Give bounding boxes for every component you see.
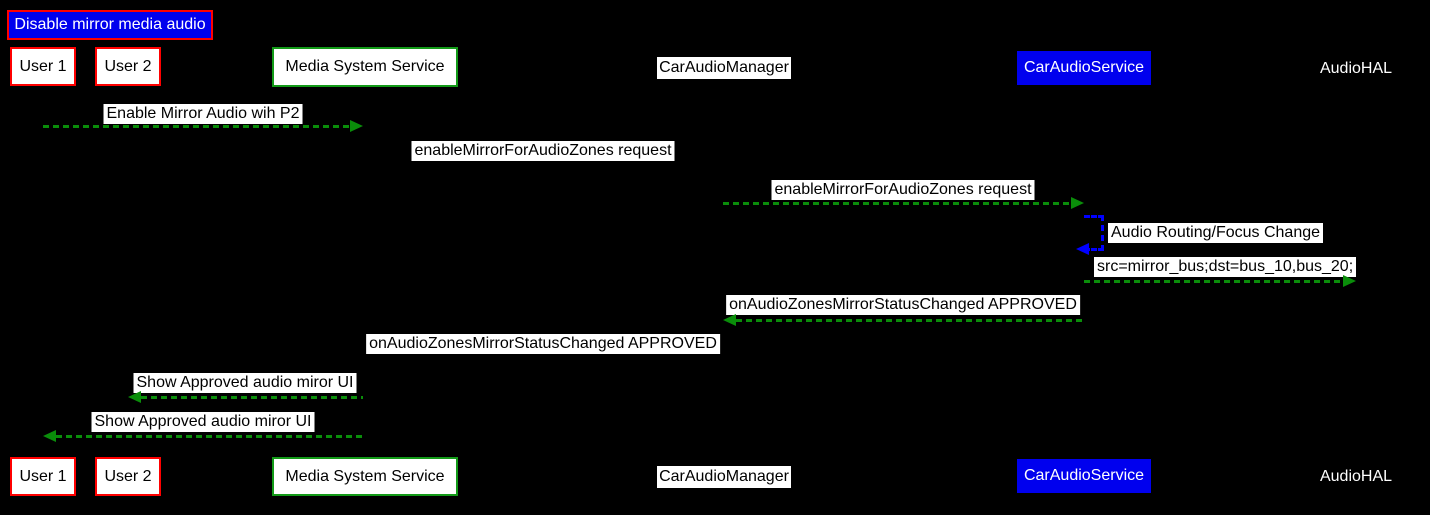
participant-car-audio-service-bottom: CarAudioService	[1017, 459, 1151, 493]
participant-car-audio-service-top: CarAudioService	[1017, 51, 1151, 85]
message-label-show-approved-1: Show Approved audio miror UI	[133, 373, 357, 393]
arrowhead-left-icon	[43, 430, 56, 442]
diagram-title: Disable mirror media audio	[7, 10, 213, 40]
participant-user2-top: User 2	[95, 47, 161, 86]
arrow-line-src-mirror-bus	[1084, 280, 1343, 283]
arrow-line-show-approved-1	[141, 396, 363, 399]
participant-user1-bottom: User 1	[10, 457, 76, 496]
participant-car-audio-manager-top: CarAudioManager	[657, 57, 791, 79]
participant-car-audio-manager-bottom: CarAudioManager	[657, 466, 791, 488]
arrowhead-right-icon	[350, 120, 363, 132]
message-label-enable-mirror-zones-2: enableMirrorForAudioZones request	[771, 180, 1035, 200]
participant-audio-hal-top: AudioHAL	[1319, 60, 1393, 77]
self-loop-audio-routing	[1084, 215, 1104, 251]
message-label-status-changed-1: onAudioZonesMirrorStatusChanged APPROVED	[726, 295, 1080, 315]
arrow-line-enable-mirror-zones-2	[723, 202, 1071, 205]
message-label-status-changed-2: onAudioZonesMirrorStatusChanged APPROVED	[366, 334, 720, 354]
message-label-enable-mirror-zones-1: enableMirrorForAudioZones request	[411, 141, 675, 161]
arrowhead-left-icon	[1076, 243, 1089, 255]
participant-media-system-service-bottom: Media System Service	[272, 457, 458, 496]
participant-user2-bottom: User 2	[95, 457, 161, 496]
arrow-line-show-approved-2	[56, 435, 363, 438]
participant-media-system-service-top: Media System Service	[272, 47, 458, 87]
message-label-audio-routing: Audio Routing/Focus Change	[1108, 223, 1324, 243]
message-label-src-mirror-bus: src=mirror_bus;dst=bus_10,bus_20;	[1094, 257, 1357, 277]
message-label-enable-mirror-audio: Enable Mirror Audio wih P2	[103, 104, 303, 124]
arrow-line-status-changed-1	[736, 319, 1084, 322]
arrow-line-enable-mirror-audio	[43, 125, 350, 128]
arrowhead-right-icon	[1343, 275, 1356, 287]
arrowhead-left-icon	[128, 391, 141, 403]
message-label-show-approved-2: Show Approved audio miror UI	[91, 412, 315, 432]
participant-audio-hal-bottom: AudioHAL	[1319, 468, 1393, 485]
participant-user1-top: User 1	[10, 47, 76, 86]
arrowhead-right-icon	[1071, 197, 1084, 209]
arrowhead-left-icon	[723, 314, 736, 326]
